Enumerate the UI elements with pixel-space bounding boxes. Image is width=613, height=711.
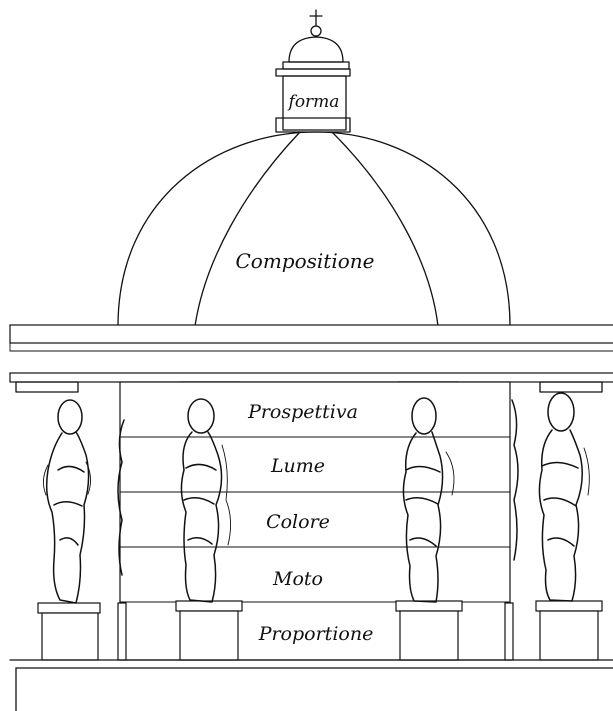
band-label-lume: Lume	[270, 455, 325, 477]
dome-outline	[118, 132, 510, 326]
statue-partial-right	[512, 400, 518, 560]
band-label-moto: Moto	[272, 568, 323, 590]
dome-label: Compositione	[235, 249, 374, 273]
cross-icon	[310, 10, 322, 36]
statue-icon	[539, 393, 589, 601]
dome: Compositione	[118, 132, 510, 326]
statue-icon	[43, 400, 90, 603]
band-label-prospettiva: Prospettiva	[247, 401, 358, 423]
lantern-cupola	[289, 37, 343, 62]
band-label-colore: Colore	[266, 511, 330, 533]
base	[10, 660, 613, 711]
band-label-proportione: Proportione	[258, 623, 374, 645]
lantern: forma	[276, 10, 350, 132]
dome-rib-left	[195, 132, 300, 326]
lantern-label: forma	[287, 92, 340, 112]
